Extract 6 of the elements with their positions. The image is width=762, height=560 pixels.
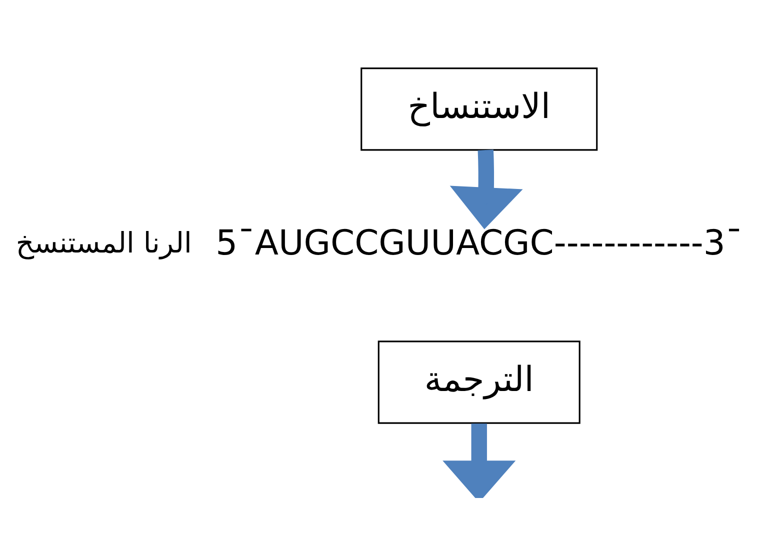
node-text: 5ˉAUGCCGUUACGC------------3ˉ <box>216 223 743 264</box>
arrow <box>442 424 516 498</box>
arrow <box>450 150 523 230</box>
node-label: الرنا المستنسخ <box>16 226 192 260</box>
node-box: الاستنساخ <box>360 68 598 151</box>
node-box: الترجمة <box>378 340 580 424</box>
